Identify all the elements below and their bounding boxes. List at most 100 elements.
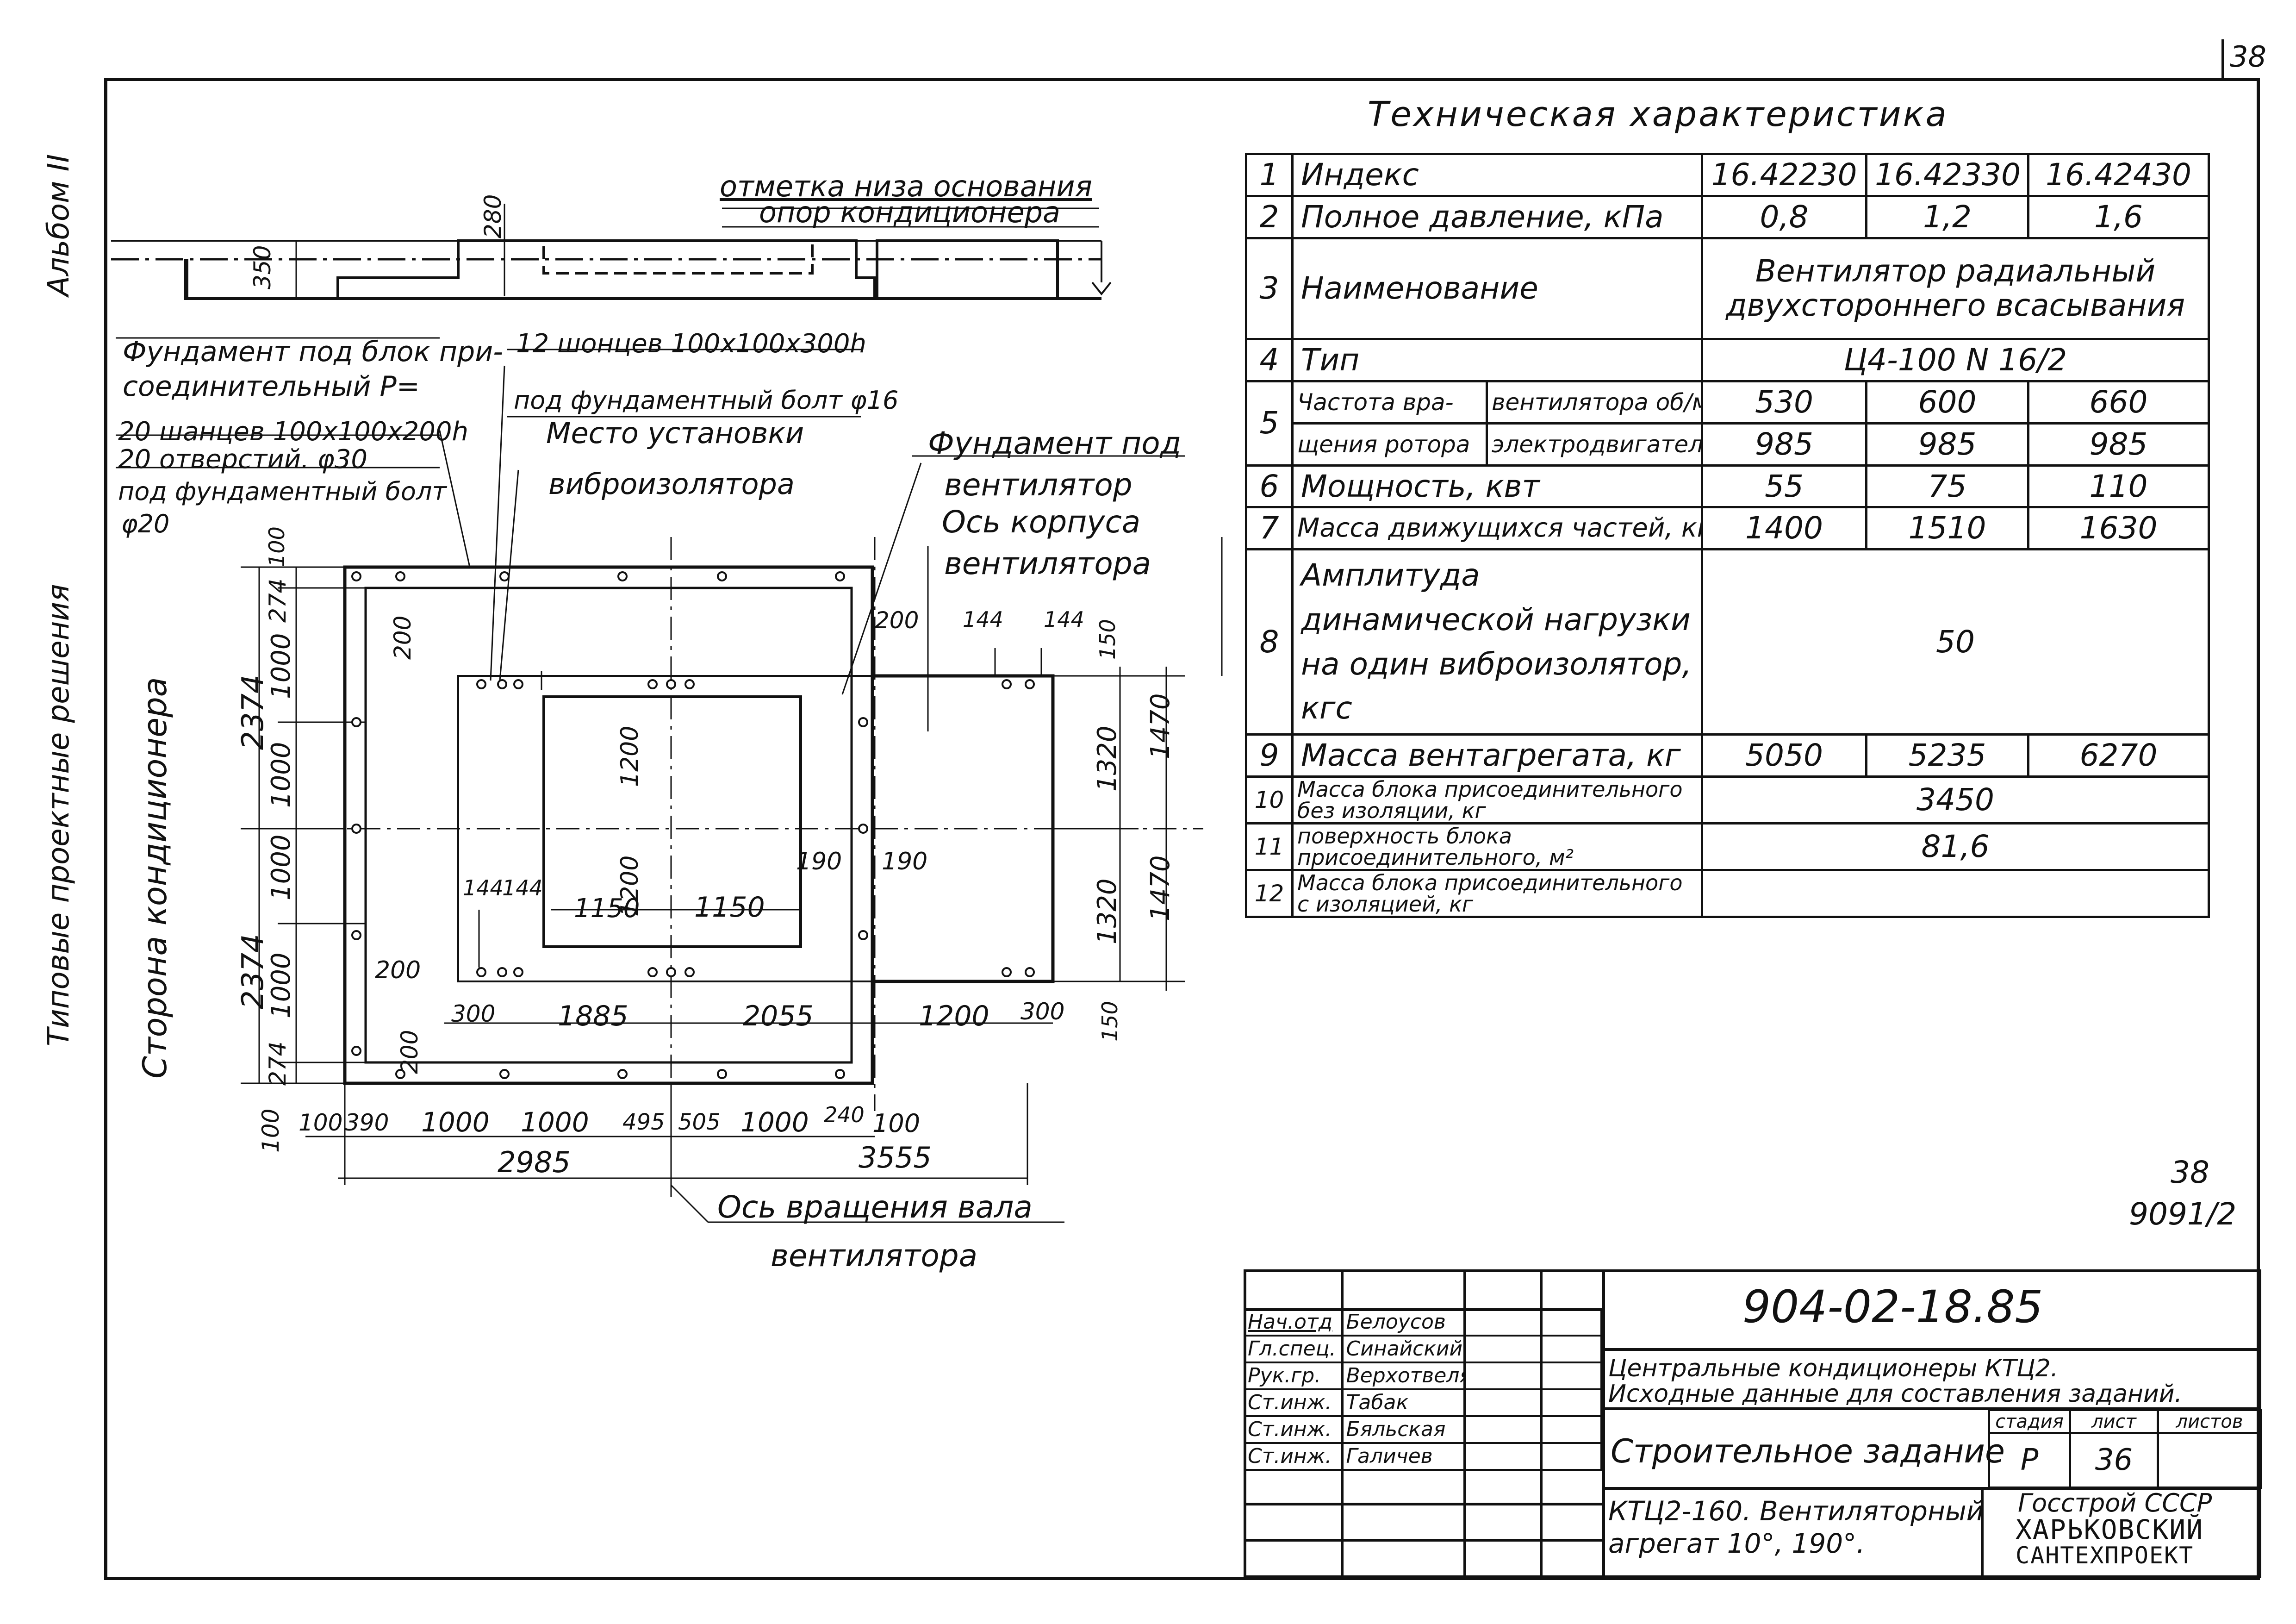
row-value: 16.42230 [1701, 153, 1868, 197]
note-sockets-20: 20 шанцев 100х100х200h [118, 417, 469, 447]
person-name: Синайский [1342, 1336, 1466, 1363]
note-bolt-phi16: под фундаментный болт φ16 [514, 386, 899, 415]
row-number: 11 [1245, 822, 1294, 871]
signature-row: Гл.спец. Синайский [1245, 1336, 1603, 1363]
row-label: Амплитуда динамической нагрузки на один … [1291, 548, 1704, 736]
row-value: 16.42330 [1865, 153, 2030, 197]
dim-100-bottom: 100 [257, 1108, 284, 1153]
dim-2055: 2055 [743, 1000, 814, 1032]
signature-row: Нач.отд Белоусов [1245, 1310, 1603, 1337]
work-name: Строительное задание [1611, 1432, 2005, 1470]
sheets-header: листов [2157, 1409, 2262, 1434]
row-value: 110 [2027, 464, 2210, 509]
row-number: 5 [1245, 380, 1294, 467]
spec-row-block-mass-insulated: 12 Масса блока присоединительного с изол… [1245, 869, 2210, 918]
stage-value: Р [1988, 1432, 2071, 1489]
row-value: 985 [2027, 422, 2210, 467]
row-value: 985 [1701, 422, 1868, 467]
row-sublabel: вентилятора об/мин [1485, 380, 1704, 425]
spec-row-power: 6 Мощность, квт 55 75 110 [1245, 464, 2210, 509]
spec-row-amplitude: 8 Амплитуда динамической нагрузки на оди… [1245, 548, 2210, 736]
dim-total-2985: 2985 [498, 1145, 571, 1179]
row-number: 8 [1245, 548, 1294, 736]
spec-row-index: 1 Индекс 16.42230 16.42330 16.42430 [1245, 153, 2210, 197]
sheets-value [2157, 1432, 2262, 1489]
row-number: 4 [1245, 337, 1294, 382]
signature-row: Ст.инж. Табак [1245, 1389, 1603, 1417]
dim-200-a: 200 [389, 615, 416, 660]
role: Нач.отд [1245, 1310, 1344, 1337]
row-label: Масса вентагрегата, кг [1291, 733, 1704, 778]
person-name: Белоусов [1342, 1310, 1466, 1337]
spec-row-rpm-motor: щения ротора электродвигателя 985 985 98… [1246, 422, 2210, 467]
row-value: 1,2 [1865, 194, 2030, 239]
note-fan-axis: Ось корпуса [942, 504, 1141, 540]
dim-1320-b: 1320 [1092, 878, 1122, 944]
dim-1320-a: 1320 [1092, 725, 1122, 792]
title-block: Нач.отд Белоусов Гл.спец. Синайский Рук.… [1245, 1271, 2262, 1577]
dim-b1000-a: 1000 [421, 1106, 490, 1138]
row-label: Масса блока присоединительного без изоля… [1291, 775, 1704, 824]
top-sheet-number-box [2221, 39, 2266, 79]
row-value: 530 [1701, 380, 1868, 425]
dim-1000-a: 1000 [266, 633, 296, 699]
row-value: 16.42430 [2027, 153, 2210, 197]
dim-300-b: 300 [1020, 998, 1065, 1025]
stage-table: стадия лист листов Р 36 [1988, 1409, 2262, 1489]
drawing-frame [104, 78, 2260, 1580]
row-value: 1630 [2027, 506, 2210, 551]
row-label: Масса блока присоединительного с изоляци… [1291, 869, 1704, 918]
dim-200-d: 200 [875, 607, 919, 634]
row-number: 1 [1245, 153, 1294, 197]
note-mount-place: Место установки [546, 416, 804, 450]
row-value: 985 [1865, 422, 2030, 467]
note-foundation-block-1: Фундамент под блок при- [123, 336, 503, 368]
role: Ст.инж. [1245, 1416, 1344, 1444]
row-value: Вентилятор радиальный двухстороннего вса… [1701, 237, 2210, 340]
section-callout-line1: отметка низа основания [720, 169, 1092, 203]
dim-1000-b: 1000 [266, 742, 296, 808]
row-value: 55 [1701, 464, 1868, 509]
dim-300-a: 300 [451, 1000, 496, 1027]
note-fan: вентилятор [944, 467, 1132, 503]
row-label: Индекс [1291, 153, 1704, 197]
row-label: поверхность блока присоединительного, м² [1291, 822, 1704, 871]
spec-row-type: 4 Тип Ц4-100 N 16/2 [1245, 337, 2210, 382]
org-line2: ХАРЬКОВСКИЙ [2016, 1514, 2204, 1545]
row-value: 0,8 [1701, 194, 1868, 239]
row-value: 1,6 [2027, 194, 2210, 239]
signature-row: Рук.гр. Верхотвелян [1245, 1362, 1603, 1390]
role: Гл.спец. [1245, 1336, 1344, 1363]
note-sockets-12: 12 шонцев 100х100х300h [516, 329, 866, 359]
row-label: Частота вра- [1291, 380, 1488, 425]
dim-144-c: 144 [463, 875, 504, 900]
dim-b100: 100 [299, 1109, 343, 1136]
dim-1470-a: 1470 [1145, 693, 1176, 759]
person-name: Верхотвелян [1342, 1362, 1466, 1390]
spec-row-moving-mass: 7 Масса движущихся частей, кг 1400 1510 … [1245, 506, 2210, 551]
dim-1150-a: 1150 [574, 893, 640, 924]
person-name: Табак [1342, 1389, 1466, 1417]
row-label: Полное давление, кПа [1291, 194, 1704, 239]
dim-1885: 1885 [558, 1000, 628, 1032]
person-name: Галичев [1342, 1443, 1466, 1471]
sheet-value: 36 [2069, 1432, 2159, 1489]
doc-title-line1: Центральные кондиционеры КТЦ2. [1608, 1355, 2059, 1382]
sheet-header: лист [2069, 1409, 2159, 1434]
row-number: 2 [1245, 194, 1294, 239]
row-label: Масса движущихся частей, кг [1291, 506, 1704, 551]
row-value: 75 [1865, 464, 2030, 509]
dim-1000-d: 1000 [266, 952, 296, 1018]
spec-table: 1 Индекс 16.42230 16.42330 16.42430 2 По… [1245, 153, 2210, 918]
signature-row: Ст.инж. Галичев [1245, 1443, 1603, 1471]
drawing-name-line2: агрегат 10°, 190°. [1608, 1528, 1865, 1559]
row-value: 600 [1865, 380, 2030, 425]
signature-row: Ст.инж. Бяльская [1245, 1416, 1603, 1444]
row-label: Мощность, квт [1291, 464, 1704, 509]
row-label: Наименование [1291, 237, 1704, 340]
note-phi20: φ20 [121, 509, 170, 538]
row-number: 6 [1245, 464, 1294, 509]
row-value: 81,6 [1701, 822, 2210, 871]
dim-1000-c: 1000 [266, 834, 296, 900]
